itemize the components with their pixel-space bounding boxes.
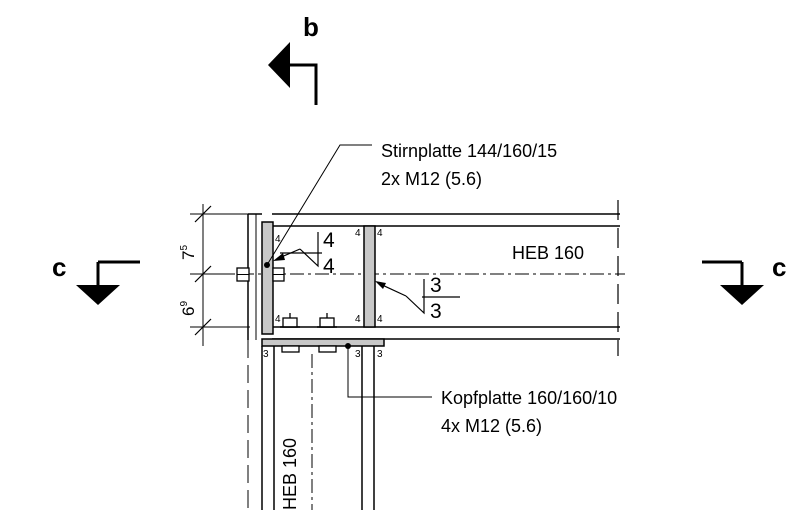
weld-size-small: 4 (275, 314, 281, 325)
weld-size-small: 3 (377, 349, 383, 360)
section-marker-c-right: c (702, 252, 786, 305)
weld-size-small: 4 (377, 228, 383, 239)
section-arrow-c-left-icon (76, 285, 120, 305)
bolt-head-icon (281, 345, 300, 353)
weld-size-small: 4 (355, 228, 361, 239)
dimension-chain (190, 204, 250, 346)
weld-size-small: 4 (355, 314, 361, 325)
section-marker-b: b (268, 12, 319, 105)
stiffener (363, 225, 376, 328)
section-label-b: b (303, 12, 319, 42)
arrowhead-icon (375, 281, 386, 289)
kopfplatte-bolts-label: 4x M12 (5.6) (441, 416, 542, 436)
kopfplatte (261, 313, 385, 353)
weld-size-small: 3 (355, 349, 361, 360)
leader-kopfplatte (347, 346, 432, 398)
section-label-c-left: c (52, 252, 66, 282)
beam-profile-label: HEB 160 (512, 243, 584, 263)
dimension-lower: 69 (179, 301, 198, 316)
weld-size-small: 3 (263, 349, 269, 360)
weld-symbol-stirnplatte (273, 232, 322, 268)
weld-symbol-stiffener (375, 279, 460, 315)
weld-size-small: 4 (275, 234, 281, 245)
weld-stirnplatte-bottom: 4 (323, 255, 335, 278)
kopfplatte-label: Kopfplatte 160/160/10 (441, 388, 617, 408)
stirnplatte-bolts-label: 2x M12 (5.6) (381, 169, 482, 189)
bolt-head-icon (318, 345, 337, 353)
weld-stiffener-top: 3 (430, 274, 442, 297)
leader-stirnplatte (266, 144, 372, 266)
section-label-c-right: c (772, 252, 786, 282)
column-profile-label: HEB 160 (280, 438, 300, 510)
weld-stiffener-bottom: 3 (430, 300, 442, 323)
stirnplatte (236, 213, 285, 340)
section-marker-c-left: c (52, 252, 140, 305)
weld-size-small: 4 (377, 314, 383, 325)
weld-stirnplatte-top: 4 (323, 229, 335, 252)
stirnplatte-label: Stirnplatte 144/160/15 (381, 141, 557, 161)
dimension-upper: 75 (179, 245, 198, 260)
bolt-nut-icon (282, 317, 298, 328)
beam (240, 200, 625, 356)
bolt-nut-icon (319, 317, 335, 328)
section-arrow-c-right-icon (720, 285, 764, 305)
column (247, 340, 375, 510)
arrowhead-icon (273, 253, 285, 261)
